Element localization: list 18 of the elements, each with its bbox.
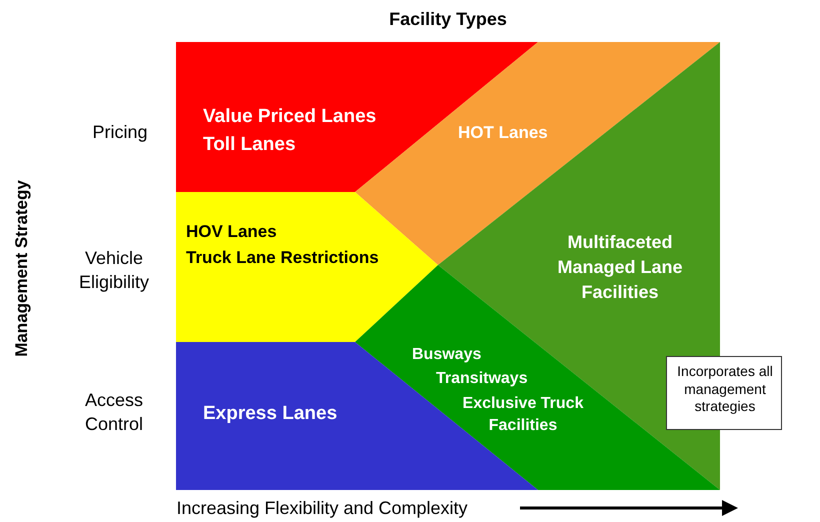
row-label: Vehicle Eligibility (78, 246, 150, 294)
region-label: Transitways (436, 369, 528, 389)
region-label: HOT Lanes (458, 122, 548, 144)
region-label: Incorporates all management strategies (676, 363, 774, 416)
region-label: Value Priced Lanes (203, 105, 376, 129)
region-label: Toll Lanes (203, 133, 296, 157)
row-label: Access Control (84, 388, 144, 436)
axis-title: Increasing Flexibility and Complexity (176, 496, 468, 520)
region-label: Multifaceted Managed Lane Facilities (556, 231, 684, 304)
row-label: Pricing (92, 120, 148, 144)
region-label: Exclusive Truck Facilities (462, 394, 584, 436)
region-label: Express Lanes (203, 402, 338, 426)
region-label: Busways (412, 345, 482, 365)
region-label: Truck Lane Restrictions (186, 247, 379, 269)
region-label: HOV Lanes (186, 221, 277, 243)
note-box (666, 356, 782, 430)
chart-title: Facility Types (388, 9, 508, 30)
axis-title: Management Strategy (10, 180, 32, 356)
